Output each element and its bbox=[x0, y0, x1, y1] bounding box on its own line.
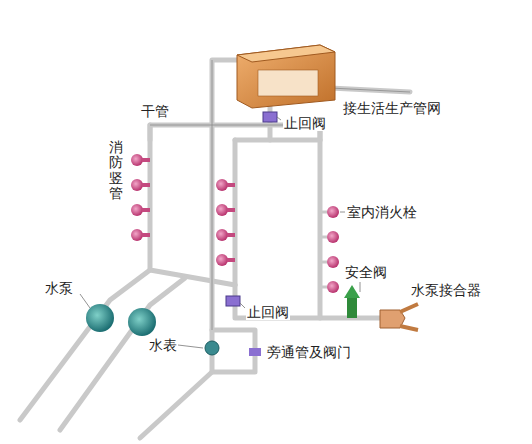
bypass-label: 旁通管及阀门 bbox=[266, 344, 352, 360]
riser-label: 消防竖管 bbox=[108, 140, 124, 202]
pump-connector-label: 水泵接合器 bbox=[410, 282, 482, 298]
pipe-network-label: 接生活生产管网 bbox=[342, 100, 442, 116]
pump-label: 水泵 bbox=[44, 280, 74, 296]
check-valve-label: 止回阀 bbox=[283, 115, 327, 131]
water-meter-label: 水表 bbox=[148, 337, 178, 353]
safety-valve-label: 安全阀 bbox=[344, 264, 388, 280]
main-pipe-label: 干管 bbox=[140, 103, 170, 119]
check-valve-label: 止回阀 bbox=[246, 304, 290, 320]
hydrant-label: 室内消火栓 bbox=[346, 204, 418, 220]
